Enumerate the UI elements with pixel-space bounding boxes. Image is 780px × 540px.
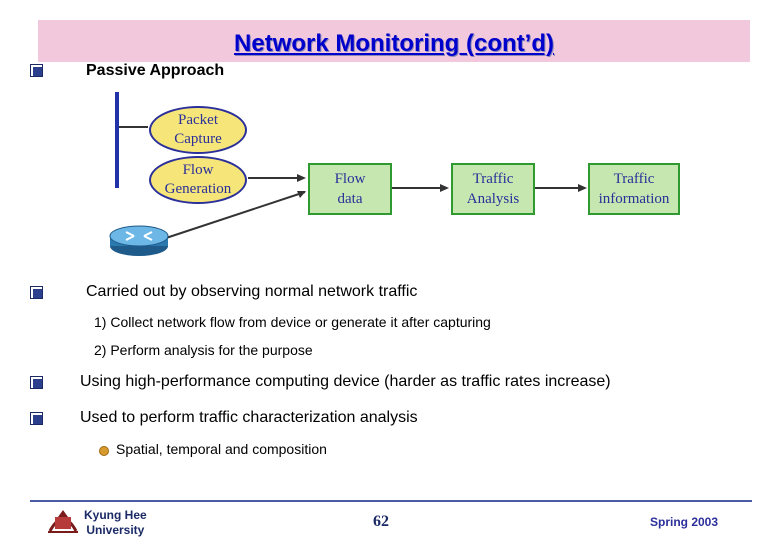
passive-heading: Passive Approach <box>86 62 225 79</box>
title-bar: Network Monitoring (cont’d) <box>38 20 750 62</box>
term-label: Spring 2003 <box>650 515 719 529</box>
square-bullet-icon <box>30 376 43 389</box>
router-icon <box>109 225 169 256</box>
slide-title: Network Monitoring (cont’d) <box>234 30 554 57</box>
round-bullet-icon <box>99 446 109 456</box>
bullet-high-performance: Using high-performance computing device … <box>80 373 611 390</box>
page-number: 62 <box>373 513 389 530</box>
sub-point-collect: 1) Collect network flow from device or g… <box>94 314 491 330</box>
square-bullet-icon <box>30 64 43 77</box>
university-name: Kyung Hee University <box>84 508 147 537</box>
bullet-carried-out: Carried out by observing normal network … <box>86 283 418 300</box>
university-logo-icon <box>48 510 78 533</box>
square-bullet-icon <box>30 286 43 299</box>
bullet-characterization: Used to perform traffic characterization… <box>80 409 418 426</box>
footer-divider <box>30 500 752 502</box>
network-link-line <box>115 92 119 188</box>
sub-point-spatial: Spatial, temporal and composition <box>116 441 327 457</box>
square-bullet-icon <box>30 412 43 425</box>
sub-point-perform: 2) Perform analysis for the purpose <box>94 342 313 358</box>
